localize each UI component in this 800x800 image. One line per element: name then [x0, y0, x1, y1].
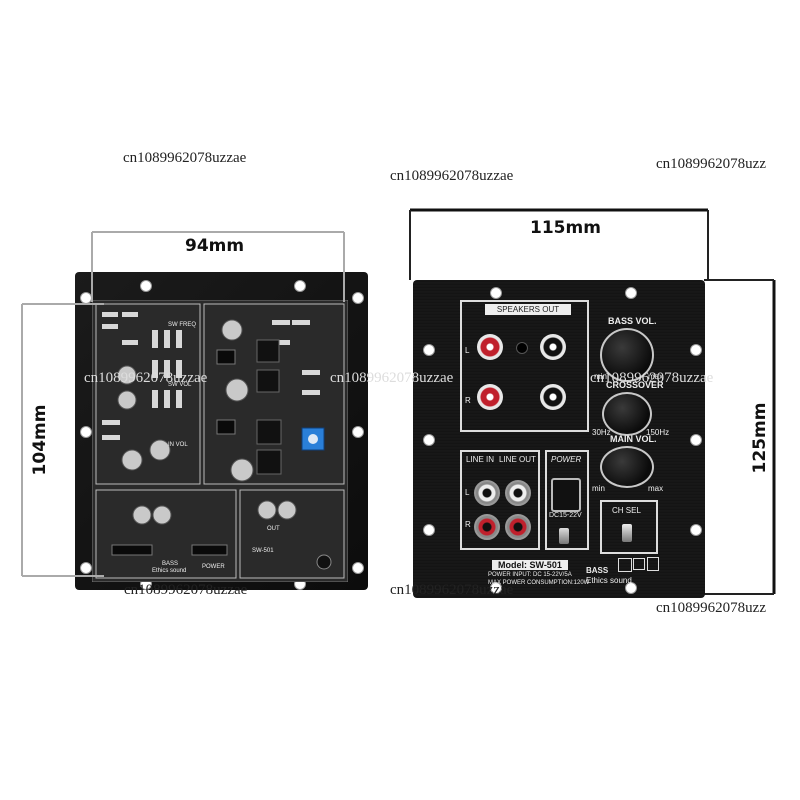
speaker-right-red-terminal[interactable]: [477, 384, 503, 410]
led-indicator: [516, 342, 528, 354]
line-out-left-rca[interactable]: [505, 480, 531, 506]
mount-hole: [352, 426, 364, 438]
main-vol-knob[interactable]: [600, 446, 654, 488]
dc-voltage-label: DC15-22V: [549, 512, 582, 519]
speaker-right-black-terminal[interactable]: [540, 384, 566, 410]
ch-sel-box: [600, 500, 658, 554]
panel-width-label: 115mm: [530, 218, 601, 238]
panel-width-dimension: [409, 208, 709, 280]
watermark: cn1089962078uzzae: [330, 370, 454, 386]
line-io-box: [460, 450, 540, 550]
mount-hole: [490, 582, 502, 594]
crossover-150hz: 150Hz: [646, 428, 670, 437]
max-power-spec: MAX POWER CONSUMPTION:120W: [488, 580, 590, 586]
width-dimension-lines: [91, 231, 345, 302]
speaker-left-black-terminal[interactable]: [540, 334, 566, 360]
line-in-right-rca[interactable]: [474, 514, 500, 540]
line-in-label: LINE IN: [466, 455, 495, 464]
watermark: cn1089962078uzz: [656, 600, 766, 616]
width-label-94mm: 94mm: [185, 236, 245, 256]
mount-hole: [690, 434, 702, 446]
line-out-right-rca[interactable]: [505, 514, 531, 540]
pcb-text: SW-501: [252, 548, 274, 554]
speaker-left-label: L: [465, 346, 470, 355]
pcb-circuit-board: SW FREQ SW VOL IN VOL BASS Ethics sound …: [92, 300, 348, 582]
bass-vol-min: min: [594, 372, 607, 381]
watermark: cn1089962078uzzae: [123, 150, 247, 166]
pcb-text: OUT: [267, 526, 280, 532]
bass-label: BASS: [586, 566, 609, 575]
power-box: [545, 450, 589, 550]
crossover-knob[interactable]: [602, 392, 652, 436]
square-icon: [633, 558, 645, 570]
speakers-out-label: SPEAKERS OUT: [485, 304, 571, 315]
bass-vol-max: max: [648, 372, 664, 381]
mount-hole: [294, 280, 306, 292]
recycle-bin-icon: [647, 557, 659, 571]
pcb-text: BASS: [162, 561, 178, 567]
watermark: cn1089962078uzzae: [390, 582, 514, 598]
bass-vol-knob[interactable]: [600, 328, 654, 382]
main-vol-max: max: [648, 484, 664, 493]
height-dimension-lines: [21, 303, 104, 577]
dc-power-jack[interactable]: [551, 478, 581, 512]
mount-hole: [690, 344, 702, 356]
brand-label: Ethics sound: [586, 576, 632, 585]
watermark: cn1089962078uzzae: [84, 370, 208, 386]
crossover-30hz: 30Hz: [592, 428, 611, 437]
mount-hole: [423, 524, 435, 536]
watermark: cn1089962078uzzae: [590, 370, 714, 386]
mount-hole: [423, 344, 435, 356]
power-toggle-switch[interactable]: [559, 528, 569, 544]
height-label-104mm: 104mm: [30, 404, 50, 476]
watermark: cn1089962078uzzae: [124, 582, 248, 598]
line-left-label: L: [465, 488, 470, 497]
panel-height-dimension: [704, 279, 776, 595]
power-input-spec: POWER INPUT: DC 15-22V/5A: [488, 572, 572, 578]
watermark: cn1089962078uzzae: [390, 168, 514, 184]
line-in-left-rca[interactable]: [474, 480, 500, 506]
line-right-label: R: [465, 520, 471, 529]
watermark: cn1089962078uzz: [656, 156, 766, 172]
mount-hole: [625, 287, 637, 299]
mount-hole: [625, 582, 637, 594]
model-label: Model: SW-501: [492, 560, 568, 570]
pcb-text: SW VOL: [168, 382, 192, 388]
pcb-text: SW FREQ: [168, 322, 196, 328]
line-out-label: LINE OUT: [499, 455, 536, 464]
pcb-text: IN VOL: [168, 442, 188, 448]
main-vol-min: min: [592, 484, 605, 493]
house-icon: [618, 558, 632, 572]
speaker-right-label: R: [465, 396, 471, 405]
pcb-text: POWER: [202, 564, 225, 570]
main-vol-label: MAIN VOL.: [610, 434, 657, 444]
mount-hole: [352, 292, 364, 304]
panel-height-label: 125mm: [750, 402, 770, 474]
mount-hole: [423, 434, 435, 446]
ch-sel-toggle-switch[interactable]: [622, 524, 632, 542]
mount-hole: [352, 562, 364, 574]
bass-vol-label: BASS VOL.: [608, 316, 657, 326]
mount-hole: [690, 524, 702, 536]
mount-hole: [490, 287, 502, 299]
mount-hole: [140, 280, 152, 292]
power-label: POWER: [551, 455, 582, 464]
pcb-text: Ethics sound: [152, 568, 186, 574]
crossover-label: CROSSOVER: [606, 380, 664, 390]
speaker-left-red-terminal[interactable]: [477, 334, 503, 360]
ch-sel-label: CH SEL: [612, 506, 641, 515]
speakers-out-box: [460, 300, 589, 432]
